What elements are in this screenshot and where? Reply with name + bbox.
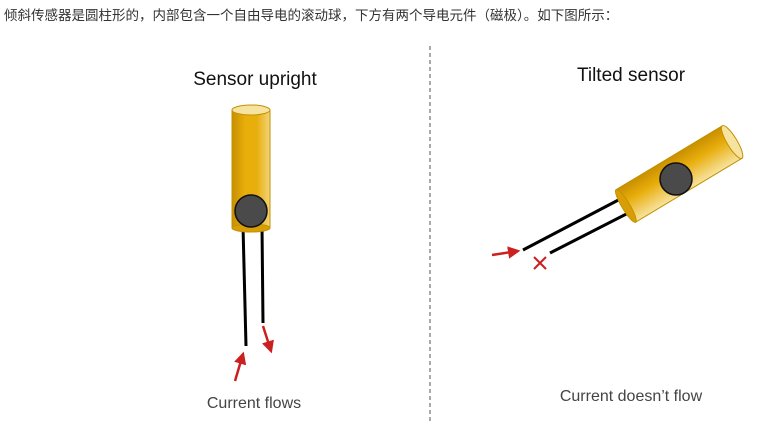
tilted-title: Tilted sensor — [577, 65, 686, 86]
tilted-caption: Current doesn’t flow — [560, 388, 703, 405]
intro-text: 倾斜传感器是圆柱形的，内部包含一个自由导电的滚动球，下方有两个导电元件（磁极）。… — [4, 8, 619, 24]
upright-arrow-out — [261, 325, 274, 354]
tilted-lead-lower — [549, 206, 639, 255]
tilted-sensor — [522, 125, 744, 255]
upright-ball — [234, 194, 268, 228]
upright-cylinder-top — [231, 104, 271, 116]
tilted-cylinder-end-right — [720, 125, 744, 160]
tilted-cylinder-end-left — [614, 189, 637, 223]
upright-arrow-in — [233, 351, 247, 382]
upright-lead-right — [260, 225, 265, 324]
upright-caption: Current flows — [207, 395, 301, 412]
tilted-lead-upper — [522, 194, 627, 252]
tilted-arrow-in — [491, 246, 521, 259]
no-current-cross-icon — [533, 256, 547, 270]
upright-sensor — [231, 104, 271, 347]
upright-title: Sensor upright — [193, 69, 317, 90]
upright-lead-left — [241, 225, 248, 347]
tilted-ball — [659, 162, 693, 196]
